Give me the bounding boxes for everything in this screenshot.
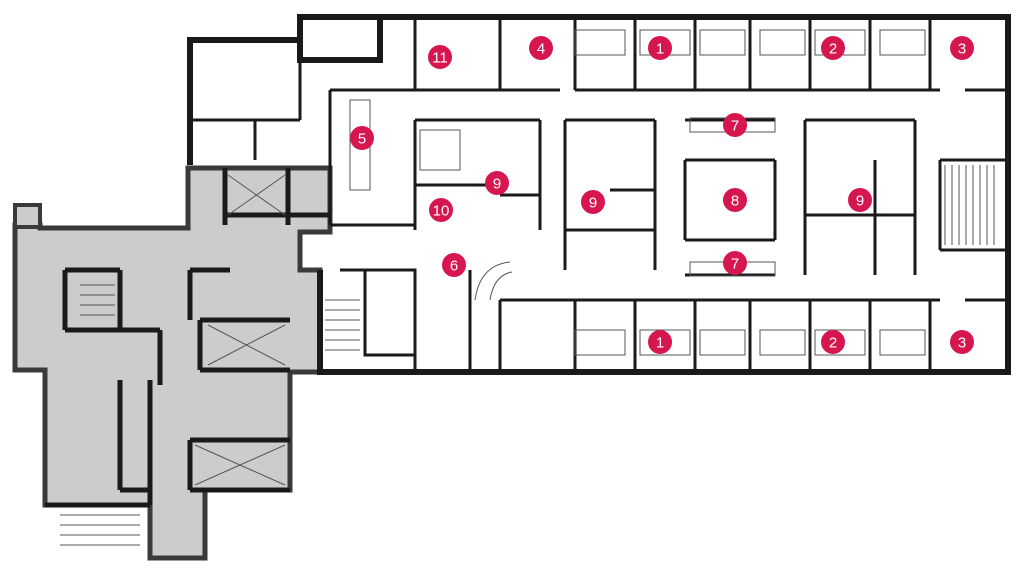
marker-circle (950, 330, 974, 354)
marker-label: 3 (958, 41, 966, 58)
room-marker-5: 5 (350, 126, 374, 150)
marker-circle (485, 171, 509, 195)
existing-stairs-hatching (60, 174, 286, 546)
existing-building-area (12, 165, 333, 561)
marker-circle (723, 113, 747, 137)
room-marker-9: 9 (485, 171, 509, 195)
room-marker-3: 3 (950, 36, 974, 60)
marker-label: 9 (589, 195, 597, 212)
marker-label: 9 (856, 193, 864, 210)
marker-circle (529, 36, 553, 60)
marker-circle (429, 198, 453, 222)
room-marker-11: 11 (428, 45, 452, 69)
room-marker-2: 2 (821, 36, 845, 60)
marker-label: 2 (829, 335, 837, 352)
room-markers: 11 4 1 2 3 5 7 9 9 8 9 10 6 7 1 2 3 (350, 36, 974, 354)
marker-circle (723, 188, 747, 212)
room-marker-1: 1 (648, 36, 672, 60)
marker-label: 4 (537, 41, 545, 58)
marker-circle (442, 253, 466, 277)
marker-circle (428, 45, 452, 69)
room-marker-3: 3 (950, 330, 974, 354)
room-marker-1: 1 (648, 330, 672, 354)
marker-label: 10 (433, 203, 450, 220)
interior-walls (190, 17, 1008, 372)
marker-circle (950, 36, 974, 60)
marker-circle (821, 36, 845, 60)
room-marker-8: 8 (723, 188, 747, 212)
room-marker-2: 2 (821, 330, 845, 354)
marker-label: 5 (358, 131, 366, 148)
room-marker-4: 4 (529, 36, 553, 60)
room-marker-9: 9 (848, 188, 872, 212)
marker-circle (648, 36, 672, 60)
marker-circle (821, 330, 845, 354)
building-exterior-walls (187, 14, 1011, 375)
marker-circle (581, 190, 605, 214)
marker-circle (723, 251, 747, 275)
marker-circle (848, 188, 872, 212)
marker-label: 8 (731, 193, 739, 210)
existing-stair-small (13, 203, 42, 229)
marker-label: 2 (829, 41, 837, 58)
marker-circle (648, 330, 672, 354)
room-marker-10: 10 (429, 198, 453, 222)
furniture-and-fixtures (325, 29, 995, 356)
marker-label: 3 (958, 335, 966, 352)
marker-label: 11 (432, 50, 448, 67)
room-marker-7: 7 (723, 113, 747, 137)
room-marker-7: 7 (723, 251, 747, 275)
marker-label: 7 (731, 256, 739, 273)
marker-label: 1 (656, 41, 664, 58)
marker-label: 7 (731, 118, 739, 135)
room-marker-6: 6 (442, 253, 466, 277)
room-marker-9: 9 (581, 190, 605, 214)
marker-label: 6 (450, 258, 458, 275)
marker-label: 9 (493, 176, 501, 193)
existing-interior-walls (45, 168, 330, 508)
marker-label: 1 (656, 335, 664, 352)
marker-circle (350, 126, 374, 150)
